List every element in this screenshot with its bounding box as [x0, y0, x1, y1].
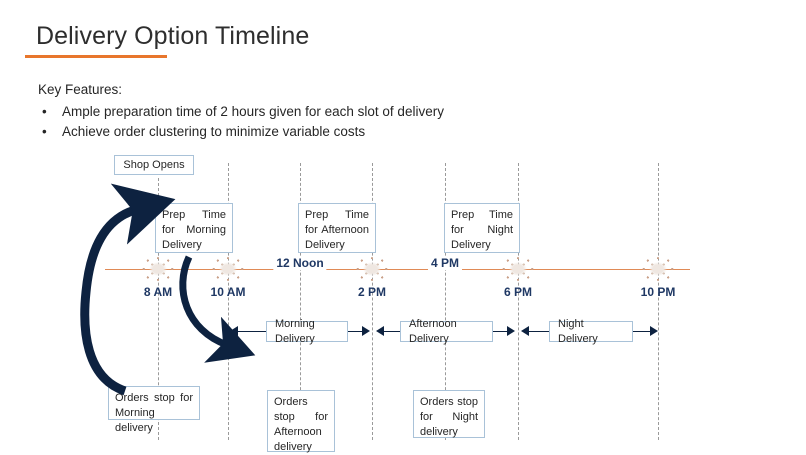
- arrow-line-afternoon-left: [384, 331, 400, 332]
- bullet-text: Achieve order clustering to minimize var…: [62, 124, 366, 139]
- tick-label-2pm: 2 PM: [357, 285, 387, 299]
- arrow-line-morning-right: [348, 331, 362, 332]
- timeline-marker-10am: [211, 256, 245, 282]
- timeline-marker-2pm: [355, 256, 389, 282]
- bullet-marker-icon: •: [42, 104, 47, 119]
- order-stop-label: Orders stop for Afternoon delivery: [274, 396, 328, 453]
- delivery-window-morning: Morning Delivery: [266, 318, 348, 345]
- tick-label-6pm: 6 PM: [503, 285, 533, 299]
- gridline-12noon: [300, 163, 301, 440]
- prep-box-label: Prep Time for Night Delivery: [451, 209, 513, 251]
- order-stop-box-afternoon: Orders stop for Afternoon delivery: [267, 390, 335, 453]
- gridline-6pm: [518, 163, 519, 440]
- page-title: Delivery Option Timeline: [36, 22, 310, 50]
- arrow-line-afternoon-right: [493, 331, 507, 332]
- arrow-line-night-left: [529, 331, 549, 332]
- arrowhead-left-night: [521, 326, 529, 336]
- gridline-10pm: [658, 163, 659, 440]
- prep-box-afternoon: Prep Time for Afternoon Delivery: [298, 203, 376, 253]
- delivery-window-label: Morning Delivery: [275, 317, 315, 345]
- prep-box-night: Prep Time for Night Delivery: [444, 203, 520, 253]
- prep-box-label: Prep Time for Afternoon Delivery: [305, 209, 369, 251]
- delivery-window-label: Afternoon Delivery: [409, 317, 457, 345]
- arrow-line-night-right: [633, 331, 650, 332]
- timeline-axis: [105, 269, 690, 270]
- bullet-text: Ample preparation time of 2 hours given …: [62, 104, 444, 119]
- timeline-marker-10pm: [641, 256, 675, 282]
- tick-label-10pm: 10 PM: [640, 285, 676, 299]
- delivery-window-label: Night Delivery: [558, 317, 598, 345]
- timeline-marker-6pm: [501, 256, 535, 282]
- arrowhead-right-afternoon: [507, 326, 515, 336]
- tick-label-10am: 10 AM: [210, 285, 246, 299]
- order-stop-label: Orders stop for Morning delivery: [115, 392, 193, 434]
- curved-arrow-prep-to-morning-delivery: [179, 255, 256, 363]
- callout-label: Shop Opens: [123, 158, 185, 171]
- gridline-2pm: [372, 163, 373, 440]
- key-features-heading: Key Features:: [38, 82, 123, 97]
- timeline-marker-8am: [141, 256, 175, 282]
- tick-label-4pm: 4 PM: [427, 256, 463, 270]
- order-stop-label: Orders stop for Night delivery: [420, 396, 478, 438]
- delivery-window-afternoon: Afternoon Delivery: [400, 318, 493, 345]
- tick-label-12noon: 12 Noon: [273, 256, 327, 270]
- arrowhead-right-morning: [362, 326, 370, 336]
- delivery-window-night: Night Delivery: [549, 318, 633, 345]
- gridline-8am: [158, 178, 159, 440]
- curved-arrow-orders-to-prep-morning: [80, 183, 176, 396]
- order-stop-box-night: Orders stop for Night delivery: [413, 390, 485, 438]
- tick-label-8am: 8 AM: [143, 285, 173, 299]
- title-accent-rule: [25, 55, 167, 58]
- gridline-4pm: [445, 163, 446, 440]
- arrowhead-right-night: [650, 326, 658, 336]
- arrowhead-left-afternoon: [376, 326, 384, 336]
- callout-shop-opens: Shop Opens: [114, 155, 194, 175]
- bullet-marker-icon: •: [42, 124, 47, 139]
- gridline-10am: [228, 163, 229, 440]
